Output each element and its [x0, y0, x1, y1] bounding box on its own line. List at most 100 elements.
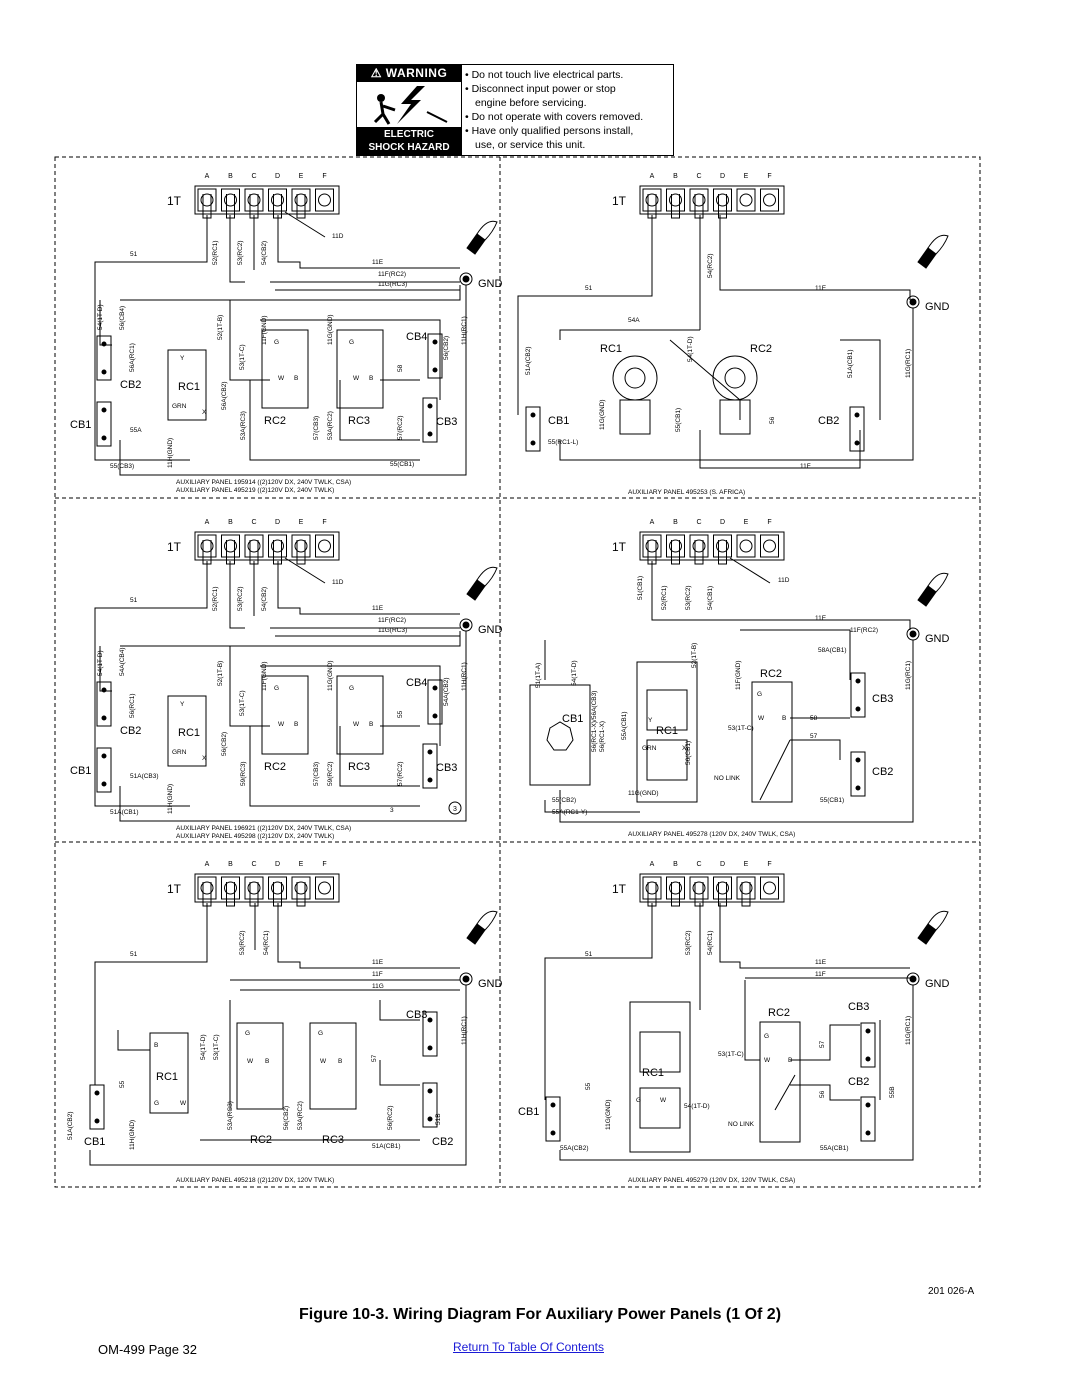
terminal-screw-housing [221, 188, 240, 212]
breaker-label: CB2 [120, 379, 141, 391]
breaker-label: CB1 [562, 713, 583, 725]
receptacle-label: RC3 [348, 415, 370, 427]
wire-label: 57(CB3) [313, 416, 320, 440]
receptacle-pin-label: B [788, 1057, 792, 1064]
wire-51 [517, 215, 653, 415]
wire-label: 11H(GND) [167, 438, 174, 468]
receptacle-pin-label: B [294, 721, 298, 728]
terminal-screw-housing [197, 534, 217, 558]
wire-label: 53A(RC2) [327, 411, 334, 440]
jumper-loop [694, 540, 704, 565]
breaker-label: CB2 [120, 725, 141, 737]
receptacle-face [639, 1031, 681, 1073]
wire [260, 319, 441, 400]
terminal-letter: A [650, 173, 655, 180]
terminal-screw-housing [713, 188, 732, 212]
breaker-terminal [101, 341, 107, 347]
wire-label: 11E [372, 605, 384, 612]
wire [379, 1060, 420, 1086]
breaker-terminal [530, 440, 536, 446]
wire-label: 11F(RC2) [378, 271, 406, 278]
wire-label: 54(CB2) [261, 241, 268, 265]
wire-label: 11H(GND) [167, 784, 174, 814]
breaker-terminal [427, 403, 433, 409]
jumper-loop [296, 194, 306, 219]
breaker-label: CB1 [548, 415, 569, 427]
breaker-block [529, 684, 591, 786]
wire-ground [559, 308, 914, 461]
wire-label: 56(CB1) [685, 741, 692, 765]
wire-label: 11H(RC1) [461, 662, 468, 691]
circuit-breaker [422, 1082, 438, 1128]
wire-label: 11F(RC2) [378, 617, 406, 624]
terminal-screw [739, 539, 753, 553]
terminal-screw [645, 539, 659, 553]
wire-11E [719, 215, 911, 300]
wire [229, 215, 245, 283]
ground-label: GND [925, 978, 950, 990]
terminal-screw-housing [315, 876, 334, 900]
wire-link [774, 1074, 796, 1111]
receptacle-face [639, 1087, 681, 1129]
panel-caption: AUXILIARY PANEL 495253 (S. AFRICA) [628, 489, 745, 496]
terminal-screw-housing [291, 188, 311, 212]
receptacle-pin-label: B [154, 1042, 158, 1049]
receptacle [759, 1021, 801, 1143]
warning-instructions: • Do not touch live electrical parts. • D… [465, 68, 673, 152]
receptacle-pin-label: GRN [642, 745, 657, 752]
callout-circle [448, 801, 462, 815]
receptacle [261, 329, 309, 409]
terminal-screw [200, 539, 214, 553]
breaker-label: CB3 [436, 416, 457, 428]
wire-label: 11H(RC1) [461, 316, 468, 345]
wire-label: 51 [130, 251, 138, 258]
terminal-screw [716, 539, 729, 553]
receptacle-pin-label: W [180, 1100, 187, 1107]
receptacle-pin-label: W [764, 1057, 771, 1064]
terminal-screw-housing [666, 188, 685, 212]
wire-51 [94, 561, 208, 807]
wire-label: 54(RC1) [707, 930, 714, 955]
wire-label: 59(RC2) [327, 761, 334, 786]
wire-label: 57(RC2) [397, 415, 404, 440]
wire-label: 56A(CB2) [221, 381, 228, 410]
wire [99, 300, 112, 346]
terminal-screw-housing [291, 876, 311, 900]
wire-label: 11G(RC1) [905, 661, 912, 690]
terminal-screw [247, 539, 261, 553]
wire-label: 52(1T-B) [217, 661, 224, 686]
wire-label: 11G [372, 983, 384, 990]
ground-label: GND [925, 633, 950, 645]
wire-label: 51(CB1) [637, 576, 644, 600]
warning-line: use, or service this unit. [475, 139, 586, 151]
terminal-letter: E [299, 519, 304, 526]
panel-caption: AUXILIARY PANEL 495278 (120V DX, 240V TW… [628, 831, 795, 838]
wire-label: 55(CB1) [675, 408, 682, 432]
breaker-label: CB3 [436, 762, 457, 774]
breaker-terminal [427, 431, 433, 437]
panel-caption: AUXILIARY PANEL 495279 (120V DX, 120V TW… [628, 1177, 795, 1184]
receptacle-pin-label: B [265, 1058, 269, 1065]
terminal-letter: D [720, 173, 725, 180]
wire-label: 55 [119, 1080, 126, 1088]
terminal-screw [763, 539, 776, 553]
breaker-terminal [101, 435, 107, 441]
breaker-terminal [432, 367, 438, 373]
receptacle-pin-label: B [294, 375, 298, 382]
breaker-terminal [550, 1130, 556, 1136]
outer-dashed-frame [54, 156, 981, 1188]
terminal-letter: D [275, 519, 280, 526]
terminal-screw-housing [244, 534, 264, 558]
warning-line: • Do not touch live electrical parts. [465, 69, 624, 81]
jumper-loop [718, 540, 727, 565]
breaker-label: CB3 [406, 1009, 427, 1021]
terminal-block-label: 1T [612, 194, 627, 208]
return-to-toc-link[interactable]: Return To Table Of Contents [453, 1340, 604, 1354]
terminal-block-label: 1T [167, 194, 182, 208]
plug-cord-icon [476, 220, 498, 241]
warning-line: engine before servicing. [475, 97, 587, 109]
receptacle [629, 1001, 691, 1153]
warning-line: • Do not operate with covers removed. [465, 111, 644, 123]
